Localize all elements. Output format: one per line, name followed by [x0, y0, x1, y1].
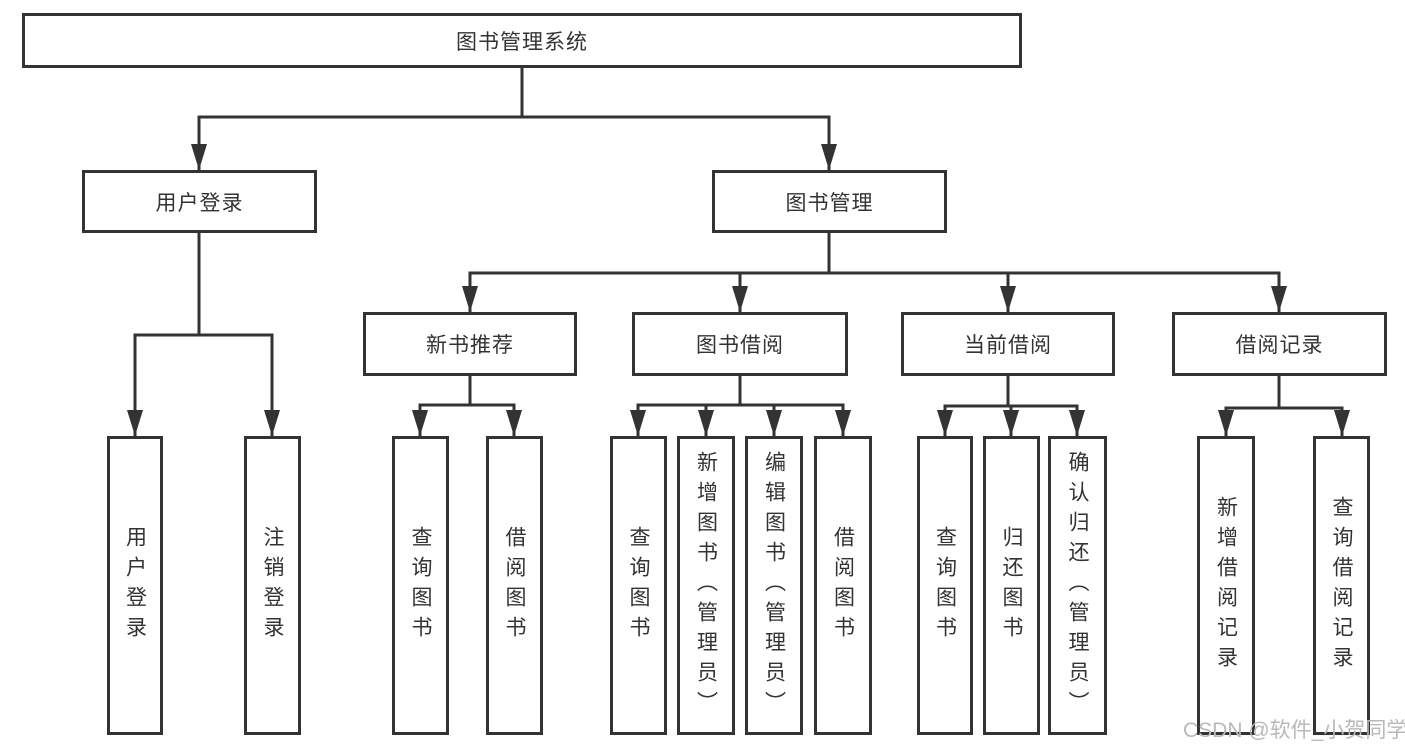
- node-label: 编辑图书（管理员）: [762, 450, 786, 721]
- node-label: 借阅图书: [503, 525, 526, 646]
- node-label: 查询图书: [933, 525, 957, 646]
- leaf-records-query-record: 查询借阅记录: [1313, 436, 1370, 735]
- node-user-login: 用户登录: [82, 170, 317, 233]
- node-label: 图书借阅: [696, 334, 784, 357]
- csdn-watermark: CSDN @软件_小贺同学: [1183, 719, 1405, 742]
- node-label: 用户登录: [123, 525, 147, 646]
- leaf-logout-login: 注销登录: [244, 436, 301, 735]
- node-label: 图书管理系统: [456, 30, 588, 54]
- leaf-borrowing-edit-books-admin: 编辑图书（管理员）: [745, 436, 803, 735]
- tree-edges: [133, 68, 1344, 436]
- leaf-user-login: 用户登录: [107, 436, 163, 735]
- node-label: 借阅记录: [1235, 334, 1324, 357]
- node-label: 用户登录: [155, 191, 244, 215]
- node-label: 新增借阅记录: [1214, 495, 1238, 676]
- node-book-borrowing: 图书借阅: [632, 312, 848, 376]
- leaf-borrowing-query-books: 查询图书: [610, 436, 667, 735]
- node-label: 图书管理: [785, 191, 874, 215]
- node-label: 查询图书: [409, 525, 432, 646]
- node-label: 新增图书（管理员）: [694, 450, 718, 721]
- node-label: 新书推荐: [426, 334, 514, 357]
- node-label: 借阅图书: [831, 525, 855, 646]
- leaf-borrowing-borrow-books: 借阅图书: [814, 436, 872, 735]
- node-book-management: 图书管理: [712, 170, 947, 233]
- node-label: 确认归还（管理员）: [1066, 450, 1089, 721]
- node-new-book-recommend: 新书推荐: [363, 312, 577, 376]
- leaf-borrowing-add-books-admin: 新增图书（管理员）: [677, 436, 735, 735]
- node-label: 查询借阅记录: [1330, 495, 1353, 676]
- leaf-newbook-borrow-books: 借阅图书: [486, 436, 543, 735]
- node-label: 当前借阅: [964, 334, 1052, 357]
- node-label: 注销登录: [261, 525, 284, 646]
- node-label: 查询图书: [627, 525, 650, 646]
- node-library-management-system: 图书管理系统: [22, 13, 1022, 68]
- node-label: 归还图书: [1000, 525, 1023, 646]
- node-borrowing-records: 借阅记录: [1172, 312, 1387, 376]
- leaf-current-confirm-return-admin: 确认归还（管理员）: [1048, 436, 1107, 735]
- leaf-current-return-books: 归还图书: [983, 436, 1040, 735]
- leaf-current-query-books: 查询图书: [917, 436, 973, 735]
- leaf-records-add-record: 新增借阅记录: [1197, 436, 1255, 735]
- leaf-newbook-query-books: 查询图书: [392, 436, 449, 735]
- node-current-borrowing: 当前借阅: [901, 312, 1115, 376]
